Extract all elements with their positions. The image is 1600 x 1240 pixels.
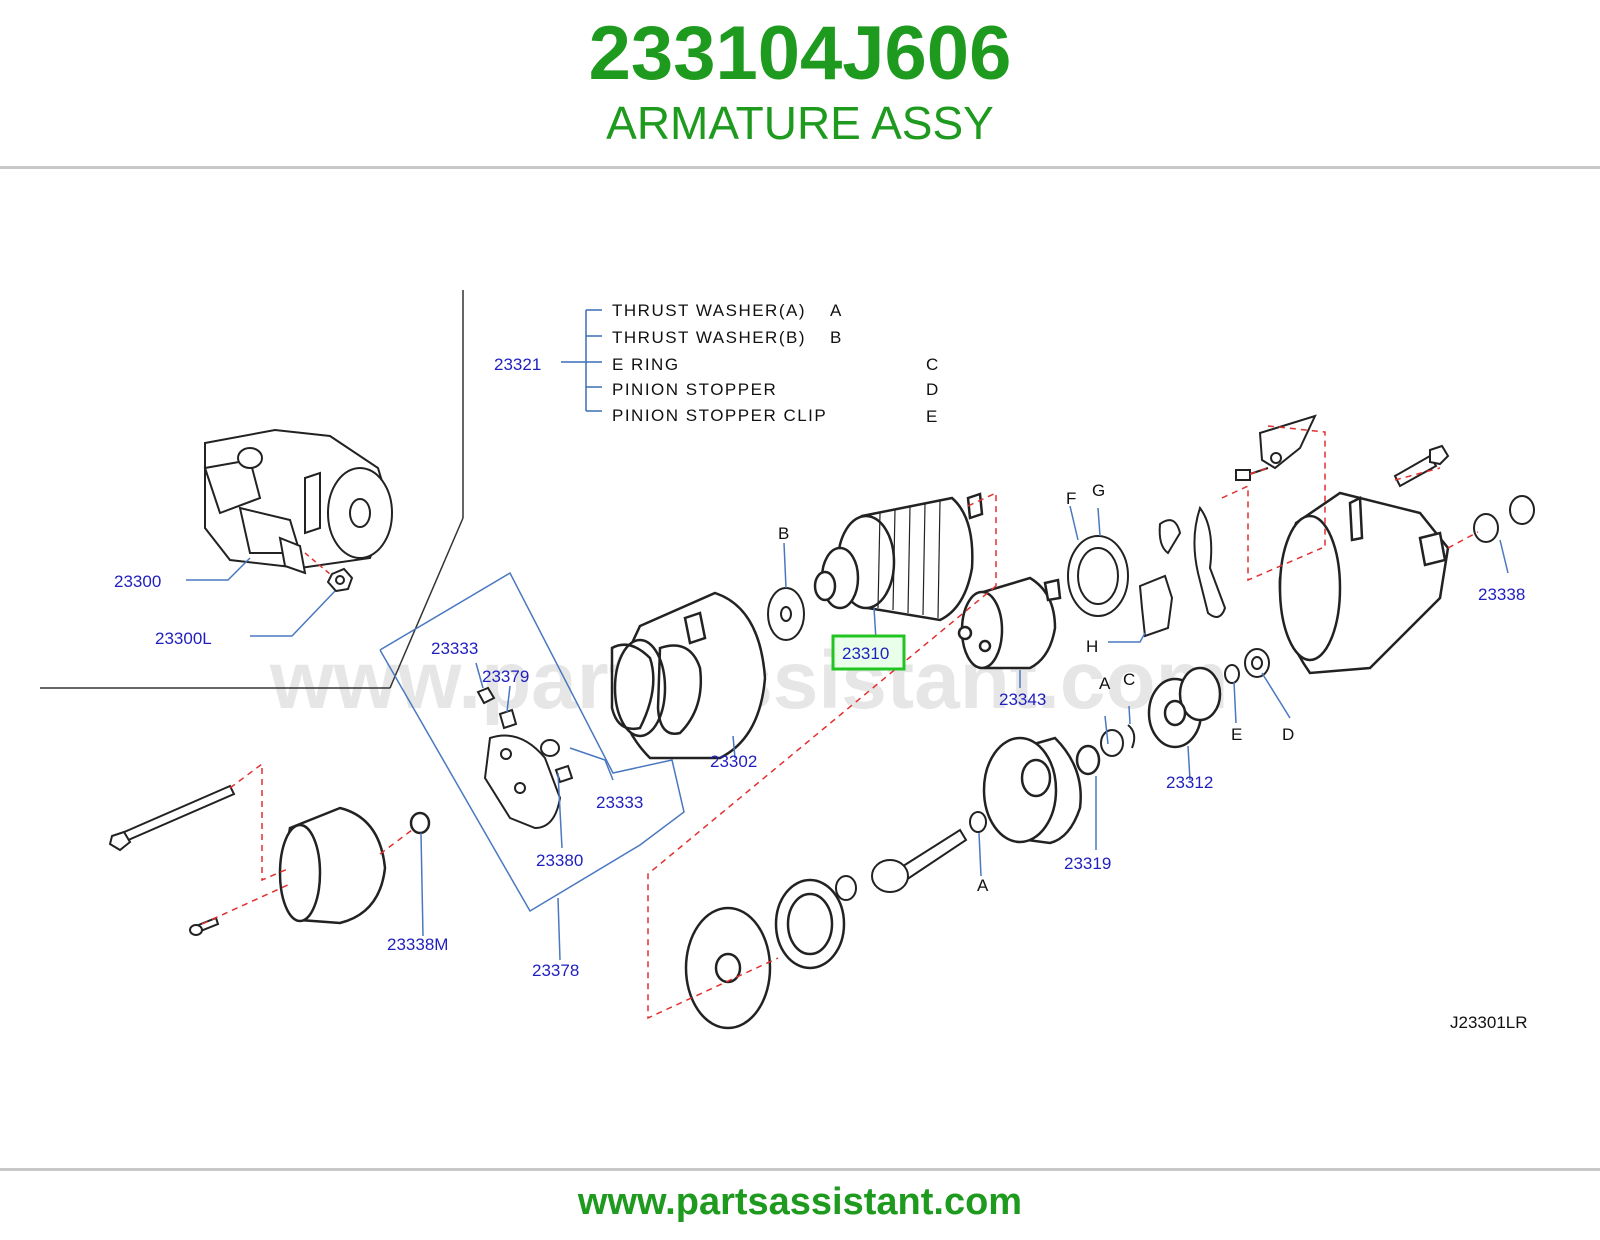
letter-label: D (1282, 725, 1294, 744)
brush-holder-illustration (476, 686, 574, 830)
part-label[interactable]: 23338M (387, 935, 448, 954)
letter-label: E (1231, 725, 1242, 744)
header-divider (0, 166, 1600, 169)
stopper-illustration (1100, 648, 1270, 757)
gear-housing-illustration (684, 878, 846, 1030)
letter-label: H (1086, 637, 1098, 656)
legend-group-label: 23321 (494, 355, 541, 374)
legend-item-code: A (830, 301, 843, 320)
part-label[interactable]: 23378 (532, 961, 579, 980)
highlight-box-23310 (831, 634, 906, 671)
part-label[interactable]: 23300 (114, 572, 161, 591)
part-label[interactable]: 23302 (710, 752, 757, 771)
yoke-23302-illustration (610, 591, 767, 760)
solenoid-23343-illustration (957, 576, 1062, 670)
legend-item-name: E RING (612, 355, 680, 374)
letter-label: A (977, 876, 989, 895)
part-label[interactable]: 23343 (999, 690, 1046, 709)
part-label[interactable]: 23300L (155, 629, 212, 648)
part-label[interactable]: 23312 (1166, 773, 1213, 792)
thrust-washer-b-illustration (767, 587, 805, 641)
legend-item-name: PINION STOPPER (612, 380, 777, 399)
spring-fg-illustration (1067, 535, 1129, 617)
part-labels: 23300 23300L 23333 23379 23333 23380 233… (114, 572, 1525, 980)
part-label[interactable]: 23333 (596, 793, 643, 812)
part-number-title: 233104J606 (588, 11, 1012, 96)
end-frame-23338M-illustration (278, 806, 431, 925)
footer-divider (0, 1168, 1600, 1171)
pinion-23312-illustration (1147, 666, 1222, 749)
legend-item-code: E (926, 407, 939, 426)
part-label[interactable]: 23379 (482, 667, 529, 686)
letter-labels: B F G H A C E D A (778, 481, 1294, 895)
part-name-subtitle: ARMATURE ASSY (606, 97, 994, 149)
screw-illustration (189, 916, 220, 936)
legend-item-name: THRUST WASHER(A) (612, 301, 806, 320)
legend-item-name: THRUST WASHER(B) (612, 328, 806, 347)
brush-holder-group-outline (379, 571, 685, 913)
part-label[interactable]: 23319 (1064, 854, 1111, 873)
inset-frame (40, 290, 464, 689)
through-bolt-illustration (1393, 444, 1450, 488)
legend-item-code: B (830, 328, 843, 347)
letter-label: A (1099, 674, 1111, 693)
legend-list: THRUST WASHER(A) A THRUST WASHER(B) B E … (612, 301, 940, 426)
page-header: 233104J606 ARMATURE ASSY (0, 0, 1600, 168)
long-bolt-illustration (108, 784, 236, 852)
part-label[interactable]: 23380 (536, 851, 583, 870)
letter-label: F (1066, 489, 1076, 508)
bushing-23338-illustration (1473, 495, 1535, 543)
parts-diagram: www.partsassistant.com 23321 THRUST WASH… (40, 290, 1535, 1032)
part-label-highlighted[interactable]: 23310 (842, 644, 889, 663)
armature-23310-illustration (813, 492, 984, 622)
starter-motor-assembly-illustration (203, 428, 393, 575)
clutch-23319-illustration (982, 736, 1101, 845)
footer-website-link[interactable]: www.partsassistant.com (577, 1181, 1023, 1223)
part-label[interactable]: 23333 (431, 639, 478, 658)
assembly-guide-lines (201, 425, 1479, 1020)
letter-label: C (1123, 670, 1135, 689)
diagram-code: J23301LR (1450, 1013, 1528, 1032)
legend-bracket (561, 309, 602, 412)
legend-item-code: D (926, 380, 940, 399)
legend-item-name: PINION STOPPER CLIP (612, 406, 827, 425)
leader-lines (186, 505, 1509, 961)
letter-label: G (1092, 481, 1105, 500)
letter-label: B (778, 524, 789, 543)
nut-23300L-illustration (326, 567, 354, 593)
front-housing-illustration (1278, 491, 1450, 675)
legend-item-code: C (926, 355, 940, 374)
holder-h-illustration (1138, 574, 1174, 638)
part-label[interactable]: 23338 (1478, 585, 1525, 604)
pinion-shaft-illustration (835, 811, 987, 901)
